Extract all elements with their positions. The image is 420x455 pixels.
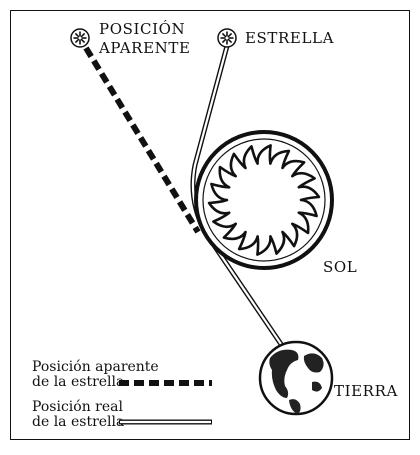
apparent-light-path (83, 46, 201, 234)
legend-real-line2: de la estrella (32, 414, 124, 430)
legend-apparent-line2: de la estrella (32, 374, 124, 390)
sun-icon (194, 130, 334, 270)
legend-real-line1: Posición real (32, 399, 123, 415)
apparent-position-label-line2: APARENTE (98, 39, 191, 57)
star-icon (70, 28, 90, 48)
sun-label: SOL (323, 258, 357, 276)
earth-label: TIERRA (334, 382, 398, 400)
diagram-frame (10, 10, 410, 440)
legend: Posición aparente de la estrella Posició… (32, 359, 212, 430)
star-icon (217, 28, 237, 48)
earth-globe-icon (258, 340, 334, 416)
apparent-position-label-line1: POSICIÓN (99, 20, 185, 38)
star-label: ESTRELLA (245, 29, 334, 47)
legend-apparent-line1: Posición aparente (32, 359, 159, 375)
